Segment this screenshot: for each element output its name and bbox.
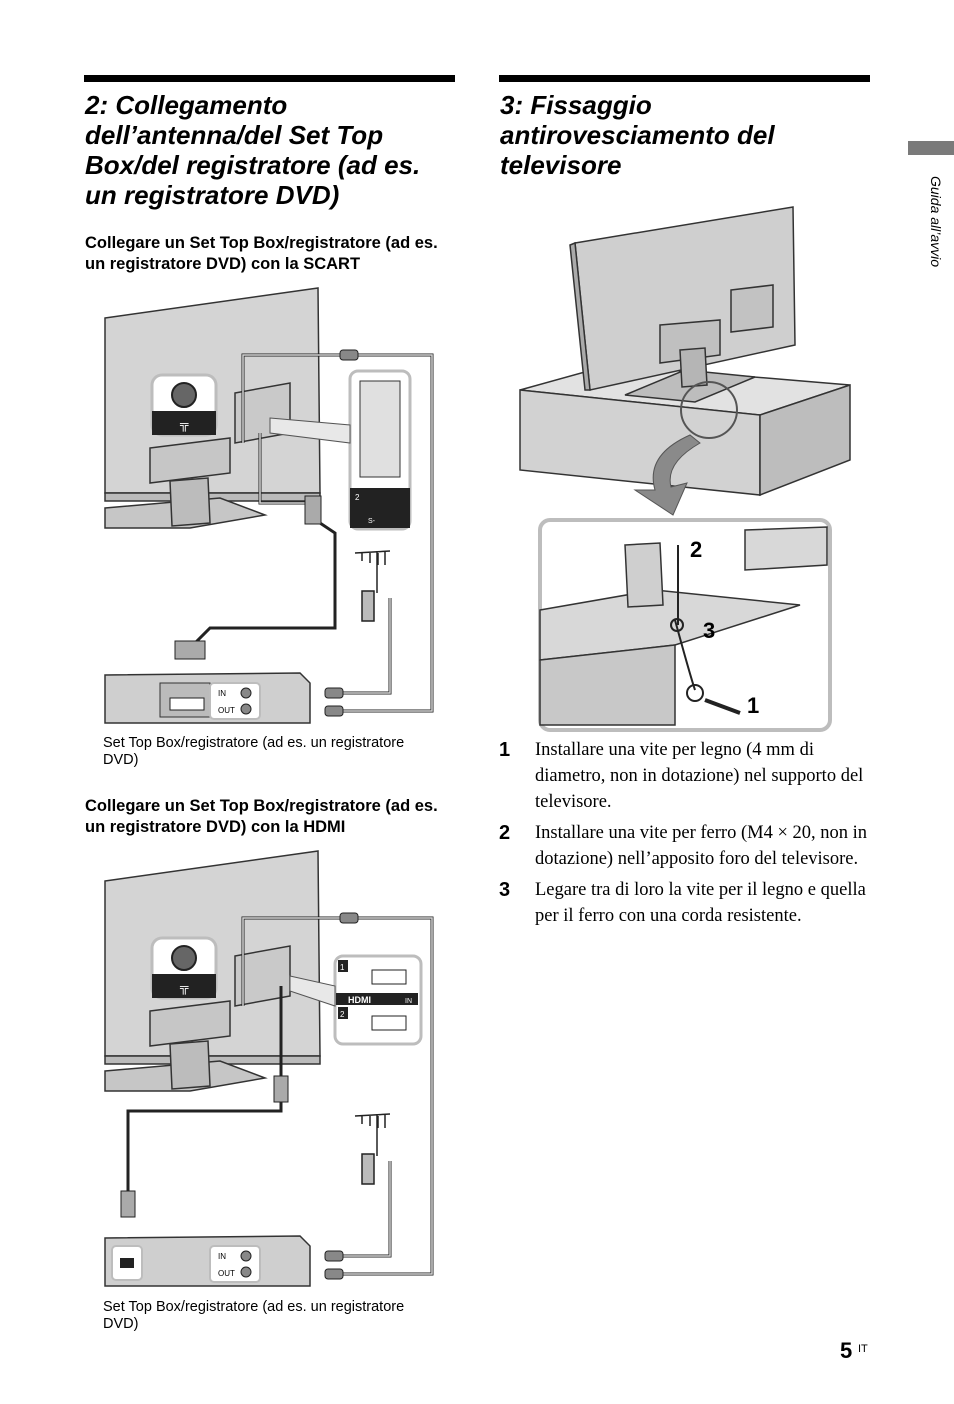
callout-2: 2 <box>690 537 702 562</box>
rf-plug-out <box>324 1268 344 1280</box>
scart-plug-box <box>174 640 206 660</box>
svg-text:2: 2 <box>340 1010 345 1019</box>
rf-plug-out <box>324 705 344 717</box>
left-title-rule <box>84 75 455 82</box>
rf-plug-in <box>324 687 344 699</box>
step-number: 1 <box>499 739 511 761</box>
installation-steps: 1 Installare una vite per legno (4 mm di… <box>499 737 869 934</box>
anti-tip-diagram: 2 3 1 <box>519 206 851 732</box>
step-text: Installare una vite per ferro (M4 × 20, … <box>535 823 868 869</box>
hdmi-plug-tv <box>273 1075 289 1103</box>
antenna-socket-zoom: ╦ <box>150 373 218 437</box>
antenna-icon <box>354 1113 391 1185</box>
step-number: 3 <box>499 879 511 901</box>
hdmi-connection-diagram: ╦ 1 HDMI IN 2 IN OUT <box>104 850 434 1287</box>
cable-highlights <box>242 354 433 712</box>
hdmi-socket-zoom: 1 HDMI IN 2 <box>333 954 423 1046</box>
svg-text:HDMI: HDMI <box>348 995 371 1005</box>
section-2-title: 2: Collegamento dell’antenna/del Set Top… <box>85 90 421 210</box>
zoom-circle <box>680 381 738 439</box>
scart-connection-diagram: ╦ 2 S- IN OUT <box>104 287 434 724</box>
hdmi-figure-caption: Set Top Box/registratore (ad es. un regi… <box>103 1299 405 1332</box>
svg-text:╦: ╦ <box>179 417 189 432</box>
step-number: 2 <box>499 822 511 844</box>
zoom-pointer <box>289 975 336 1007</box>
step-3: 3 Legare tra di loro la vite per il legn… <box>499 877 869 929</box>
tv-stand <box>104 1040 268 1092</box>
zoom-arrow <box>633 434 701 516</box>
hdmi-plug-box <box>120 1190 136 1218</box>
step-1: 1 Installare una vite per legno (4 mm di… <box>499 737 869 815</box>
svg-text:2: 2 <box>355 493 360 502</box>
right-title-rule <box>499 75 870 82</box>
scart-socket-zoom: 2 S- <box>348 369 412 531</box>
callout-1: 1 <box>747 693 759 718</box>
section-3-title: 3: Fissaggio antirovesciamento del telev… <box>500 90 775 180</box>
page-number: 5 <box>840 1338 853 1363</box>
set-top-box: IN OUT <box>104 1235 311 1287</box>
page-language: IT <box>858 1343 868 1355</box>
set-top-box: IN OUT <box>104 672 311 724</box>
rf-plug-top <box>339 912 359 924</box>
scart-plug <box>304 495 322 525</box>
antenna-icon <box>354 550 391 622</box>
svg-text:╦: ╦ <box>179 980 189 995</box>
antenna-socket-zoom: ╦ <box>150 936 218 1000</box>
section-tab-label: Guida all’avvio <box>928 176 944 268</box>
zoom-pointer <box>269 417 351 444</box>
hdmi-heading: Collegare un Set Top Box/registratore (a… <box>85 797 438 836</box>
scart-heading: Collegare un Set Top Box/registratore (a… <box>85 234 438 273</box>
step-text: Legare tra di loro la vite per il legno … <box>535 880 866 926</box>
tv-back <box>569 206 796 403</box>
rf-plug-in <box>324 1250 344 1262</box>
svg-text:IN: IN <box>218 1252 226 1261</box>
zoom-detail: 2 3 1 <box>538 518 832 732</box>
tv-stand <box>104 477 268 529</box>
svg-text:OUT: OUT <box>218 1269 235 1278</box>
svg-text:1: 1 <box>340 963 345 972</box>
step-text: Installare una vite per legno (4 mm di d… <box>535 740 864 812</box>
section-tab-marker <box>908 141 954 155</box>
step-2: 2 Installare una vite per ferro (M4 × 20… <box>499 820 869 872</box>
svg-text:IN: IN <box>405 998 412 1005</box>
svg-text:S-: S- <box>368 518 376 525</box>
rf-plug-top <box>339 349 359 361</box>
svg-text:IN: IN <box>218 689 226 698</box>
scart-figure-caption: Set Top Box/registratore (ad es. un regi… <box>103 735 405 768</box>
callout-3: 3 <box>703 618 715 643</box>
svg-text:OUT: OUT <box>218 706 235 715</box>
cable-highlights <box>242 917 433 1275</box>
